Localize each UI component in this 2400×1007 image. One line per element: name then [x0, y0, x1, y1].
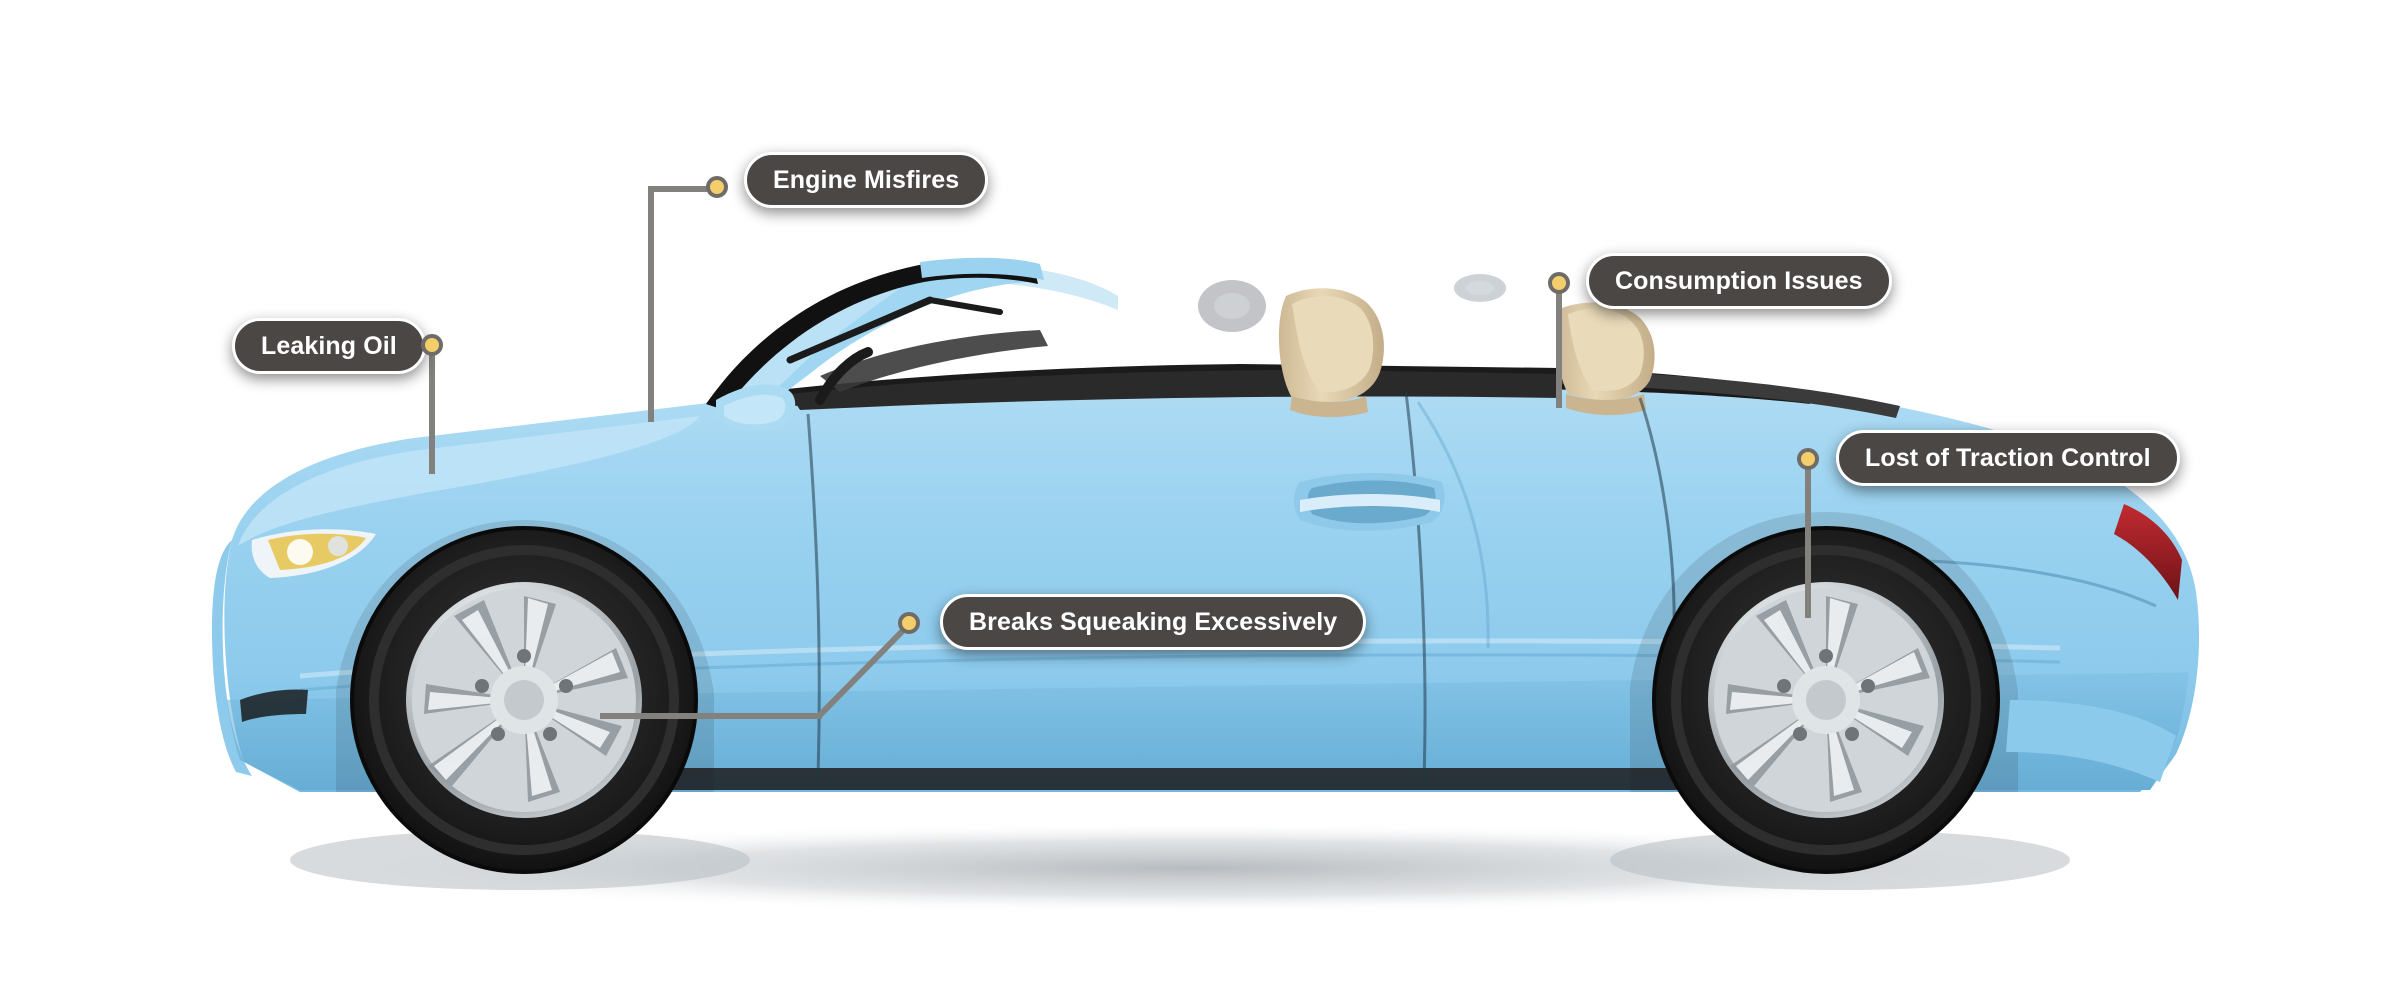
connector-engine-misfires-vertical — [648, 186, 654, 422]
callout-leaking-oil[interactable]: Leaking Oil — [232, 318, 426, 374]
anchor-dot-leaking-oil[interactable] — [421, 334, 443, 356]
callout-label-breaks-squeaking-excessively: Breaks Squeaking Excessively — [969, 607, 1338, 636]
rear-wheel — [1652, 526, 2000, 874]
callout-label-engine-misfires: Engine Misfires — [773, 165, 960, 194]
car-hood-highlight — [238, 416, 700, 546]
connector-leaking-oil — [429, 352, 435, 474]
door-seams — [806, 391, 1676, 781]
connector-breaks-squeaking-horizontal — [600, 713, 822, 719]
taillight — [2114, 504, 2182, 600]
connector-engine-misfires-horizontal — [648, 186, 720, 192]
anchor-dot-lost-of-traction-control[interactable] — [1797, 448, 1819, 470]
car-front-bumper — [212, 540, 252, 776]
front-grille-slit — [240, 689, 308, 722]
door-handle — [1294, 473, 1445, 531]
anchor-dot-breaks-squeaking-excessively[interactable] — [898, 612, 920, 634]
callout-label-leaking-oil: Leaking Oil — [261, 331, 397, 360]
car-rocker-dark — [560, 768, 1860, 790]
callout-label-lost-of-traction-control: Lost of Traction Control — [1865, 443, 2151, 472]
front-wheel — [350, 526, 698, 874]
cabin-cavity — [820, 330, 1048, 392]
rear-bumper — [2006, 700, 2176, 782]
car-ground-shadow — [310, 822, 2070, 914]
callout-engine-misfires[interactable]: Engine Misfires — [744, 152, 989, 208]
callout-consumption-issues[interactable]: Consumption Issues — [1586, 253, 1892, 309]
passenger-seat — [1556, 302, 1655, 416]
anchor-dot-consumption-issues[interactable] — [1548, 272, 1570, 294]
callout-label-consumption-issues: Consumption Issues — [1615, 266, 1863, 295]
driver-seat — [1278, 288, 1384, 418]
connector-lost-of-traction-control — [1805, 466, 1811, 618]
anchor-dot-engine-misfires[interactable] — [706, 176, 728, 198]
connector-consumption-issues — [1556, 292, 1562, 408]
callout-breaks-squeaking-excessively[interactable]: Breaks Squeaking Excessively — [940, 594, 1367, 650]
windshield — [706, 257, 1118, 410]
callout-lost-of-traction-control[interactable]: Lost of Traction Control — [1836, 430, 2180, 486]
